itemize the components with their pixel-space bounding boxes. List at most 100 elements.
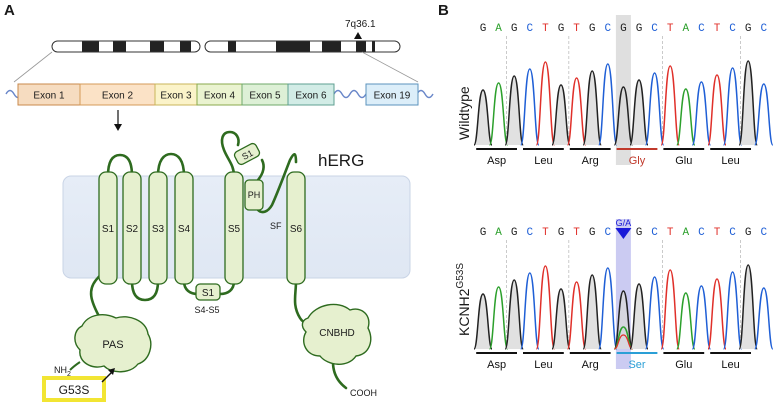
trace-peak (566, 281, 587, 350)
protein-name: hERG (318, 151, 364, 170)
helix-s4: S4 (174, 171, 194, 285)
trace-peak (738, 264, 758, 350)
amino-acid: Leu (534, 155, 552, 167)
n-term-chain (69, 361, 81, 371)
base-call: C (760, 227, 767, 239)
helix-s6: S6 (286, 171, 306, 285)
trace-peak (598, 267, 618, 350)
dna-mid-icon (333, 89, 367, 99)
trace-peak (660, 65, 680, 146)
mutation-call: G/A (616, 218, 632, 228)
base-call: C (698, 227, 705, 239)
trace-peak (613, 86, 634, 146)
base-call: A (682, 227, 689, 239)
locus-marker-icon (354, 32, 362, 39)
exon-label: Exon 5 (249, 91, 281, 102)
amino-acid: Leu (721, 155, 739, 167)
trace-peak (722, 67, 743, 146)
helix-group: S1 S2 S3 S4 S5 S6 (98, 171, 306, 285)
trace-peak (676, 292, 696, 350)
exon-3: Exon 3 (154, 83, 198, 106)
amino-acid: Leu (721, 359, 739, 371)
base-call: G (620, 23, 627, 35)
cnbhd-label: CNBHD (319, 328, 355, 339)
amino-acid: Arg (582, 359, 599, 371)
base-call: A (495, 23, 502, 35)
amino-acid: Glu (675, 359, 692, 371)
linker-helix-label: S1 (202, 288, 215, 299)
base-call: T (542, 227, 549, 239)
trace-peak (691, 285, 712, 350)
pore-helix (244, 179, 264, 211)
trace-peak (566, 77, 587, 146)
helix-label: S4 (178, 224, 191, 235)
helix-label: S5 (228, 224, 241, 235)
trace-peak (707, 74, 727, 146)
mutation-arrow (101, 371, 113, 383)
trace-peak (535, 265, 556, 350)
base-call: C (526, 23, 533, 35)
exon-2: Exon 2 (79, 83, 156, 106)
mutation-label: G53S (59, 383, 90, 397)
base-call: G (589, 23, 596, 35)
trace-peak (707, 278, 727, 350)
helix-s1: S1 (98, 171, 118, 285)
trace-peak (722, 271, 743, 350)
base-call: T (667, 227, 674, 239)
base-call: G (480, 227, 487, 239)
base-call: C (729, 227, 736, 239)
base-call: G (589, 227, 596, 239)
trace-peak (473, 89, 493, 146)
trace-peak (520, 272, 540, 350)
trace-peak (598, 63, 618, 146)
exon-label: Exon 2 (102, 91, 134, 102)
trace-peak (754, 83, 774, 146)
locus-label: 7q36.1 (345, 19, 376, 30)
base-call: G (745, 227, 752, 239)
pas-label: PAS (102, 339, 123, 351)
trace-peak (582, 274, 602, 350)
base-call: A (495, 227, 502, 239)
exon-label: Exon 6 (295, 91, 327, 102)
base-call: G (745, 23, 752, 35)
base-call: T (573, 227, 580, 239)
arrow-head-icon (114, 124, 122, 131)
exon-7: Exon 19 (365, 83, 419, 106)
exon-label: Exon 19 (374, 91, 411, 102)
helix-s5: S5 (224, 171, 244, 285)
trace-peak (691, 81, 712, 146)
base-call: T (542, 23, 549, 35)
trace-peak (520, 68, 540, 146)
wildtype-row-label: Wildtype (456, 86, 472, 140)
trace-peak (551, 84, 571, 146)
amino-acid: Asp (487, 359, 506, 371)
linker-label: S4-S5 (194, 305, 219, 315)
exon-5: Exon 5 (241, 83, 289, 106)
trace-peak (644, 72, 665, 146)
trace-peak (582, 70, 602, 146)
amino-acid: Leu (534, 359, 552, 371)
dna-right-icon (416, 89, 434, 99)
base-call: G (511, 23, 518, 35)
base-call: G (558, 23, 565, 35)
base-call: G (558, 227, 565, 239)
base-call: C (526, 227, 533, 239)
base-call: T (714, 227, 721, 239)
helix-label: S2 (126, 224, 139, 235)
exon-label: Exon 3 (160, 91, 192, 102)
amino-acid: Arg (582, 155, 599, 167)
base-call: A (682, 23, 689, 35)
base-call: T (667, 23, 674, 35)
mutant-row-label: KCNH2G53S (455, 263, 472, 336)
base-call: C (698, 23, 705, 35)
base-call: G (636, 227, 643, 239)
helix-s3: S3 (148, 171, 168, 285)
base-call: C (760, 23, 767, 35)
mutation-arrow-head-icon (108, 368, 115, 375)
exon-label: Exon 1 (33, 91, 65, 102)
amino-acid: Asp (487, 155, 506, 167)
mutation-arrow-icon (615, 228, 632, 239)
trace-peak (535, 61, 556, 146)
trace-peak (644, 276, 665, 350)
